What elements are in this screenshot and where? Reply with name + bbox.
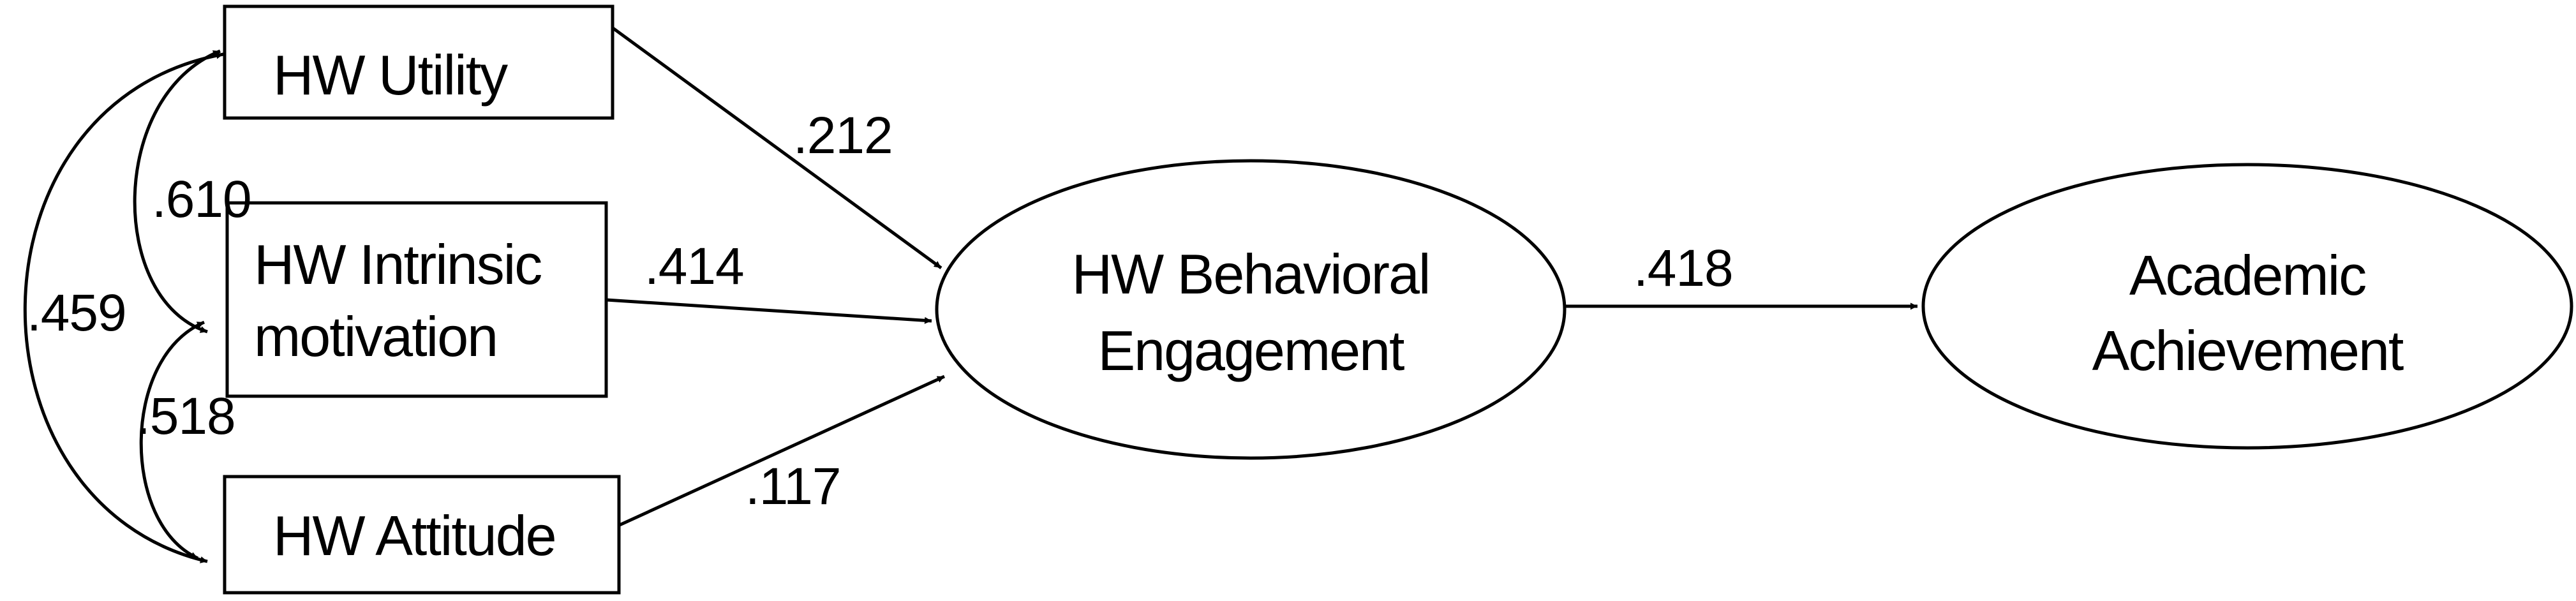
coef-attitude-engagement: .117	[745, 457, 841, 516]
correlation-arc-utility-intrinsic	[133, 49, 221, 334]
node-academic-label-line2: Achievement	[2092, 319, 2404, 382]
coef-corr-intrinsic-attitude: .518	[136, 387, 235, 445]
node-hw-intrinsic-label-line1: HW Intrinsic	[254, 233, 541, 296]
correlation-arc-utility-attitude	[23, 52, 224, 563]
node-academic-label-line1: Academic	[2129, 244, 2365, 307]
node-hw-behavioral-label-line1: HW Behavioral	[1072, 242, 1430, 306]
path-arrow-attitude-engagement	[613, 375, 946, 530]
path-arrow-intrinsic-engagement	[606, 298, 932, 324]
coef-engagement-achievement: .418	[1634, 239, 1733, 297]
node-hw-attitude: HW Attitude	[223, 475, 621, 595]
path-arrow-utility-engagement	[608, 24, 942, 270]
node-hw-intrinsic-label-line2: motivation	[254, 305, 497, 368]
coef-intrinsic-engagement: .414	[644, 237, 744, 295]
node-hw-attitude-label: HW Attitude	[273, 504, 556, 567]
node-academic-achievement: Academic Achievement	[1921, 163, 2573, 450]
node-hw-intrinsic-motivation: HW Intrinsic motivation	[225, 201, 608, 398]
node-hw-utility-label: HW Utility	[273, 43, 508, 107]
coef-utility-engagement: .212	[793, 107, 893, 165]
correlation-arc-intrinsic-attitude	[139, 320, 205, 560]
node-hw-utility: HW Utility	[223, 4, 614, 120]
node-hw-behavioral-label-line2: Engagement	[1098, 319, 1404, 382]
coef-corr-utility-attitude: .459	[27, 284, 126, 342]
coef-corr-utility-intrinsic: .610	[152, 170, 251, 228]
node-hw-behavioral-engagement: HW Behavioral Engagement	[935, 159, 1567, 460]
